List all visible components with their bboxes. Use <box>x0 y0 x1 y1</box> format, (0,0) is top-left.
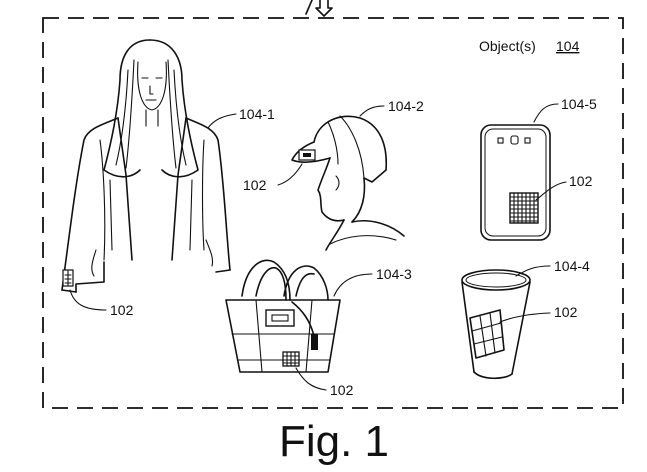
label-cup: 104-4 <box>554 258 590 274</box>
phone-illustration <box>480 124 551 241</box>
bag-illustration <box>225 259 341 373</box>
top-arrow <box>305 0 333 17</box>
phone-patch-leader <box>535 181 567 201</box>
bag-leader <box>333 273 373 297</box>
label-patch-cap: 102 <box>243 177 267 193</box>
cup-patch-leader <box>499 312 551 323</box>
label-patch-bag: 102 <box>330 382 354 398</box>
jacket-patch <box>62 269 74 287</box>
cap-illustration <box>291 115 405 251</box>
cap-leader <box>359 105 385 117</box>
phone-leader <box>533 103 559 123</box>
cup-illustration <box>461 269 531 380</box>
jacket-leader <box>207 113 237 129</box>
label-patch-jacket: 102 <box>110 302 134 318</box>
bag-patch-leader <box>295 367 327 391</box>
figure-caption: Fig. 1 <box>279 417 389 466</box>
cap-patch-leader <box>277 163 303 186</box>
label-jacket: 104-1 <box>239 106 275 122</box>
label-bag: 104-3 <box>376 266 412 282</box>
object-group-ref: 104 <box>556 38 580 54</box>
object-group-label: Object(s) <box>479 38 536 54</box>
label-phone: 104-5 <box>561 96 597 112</box>
cup-leader <box>515 265 551 277</box>
label-cap: 104-2 <box>388 98 424 114</box>
label-patch-phone: 102 <box>569 173 593 189</box>
jacket-patch-leader <box>69 289 107 311</box>
jacket-illustration <box>61 39 231 293</box>
label-patch-cup: 102 <box>554 304 578 320</box>
dashed-border <box>42 17 624 409</box>
